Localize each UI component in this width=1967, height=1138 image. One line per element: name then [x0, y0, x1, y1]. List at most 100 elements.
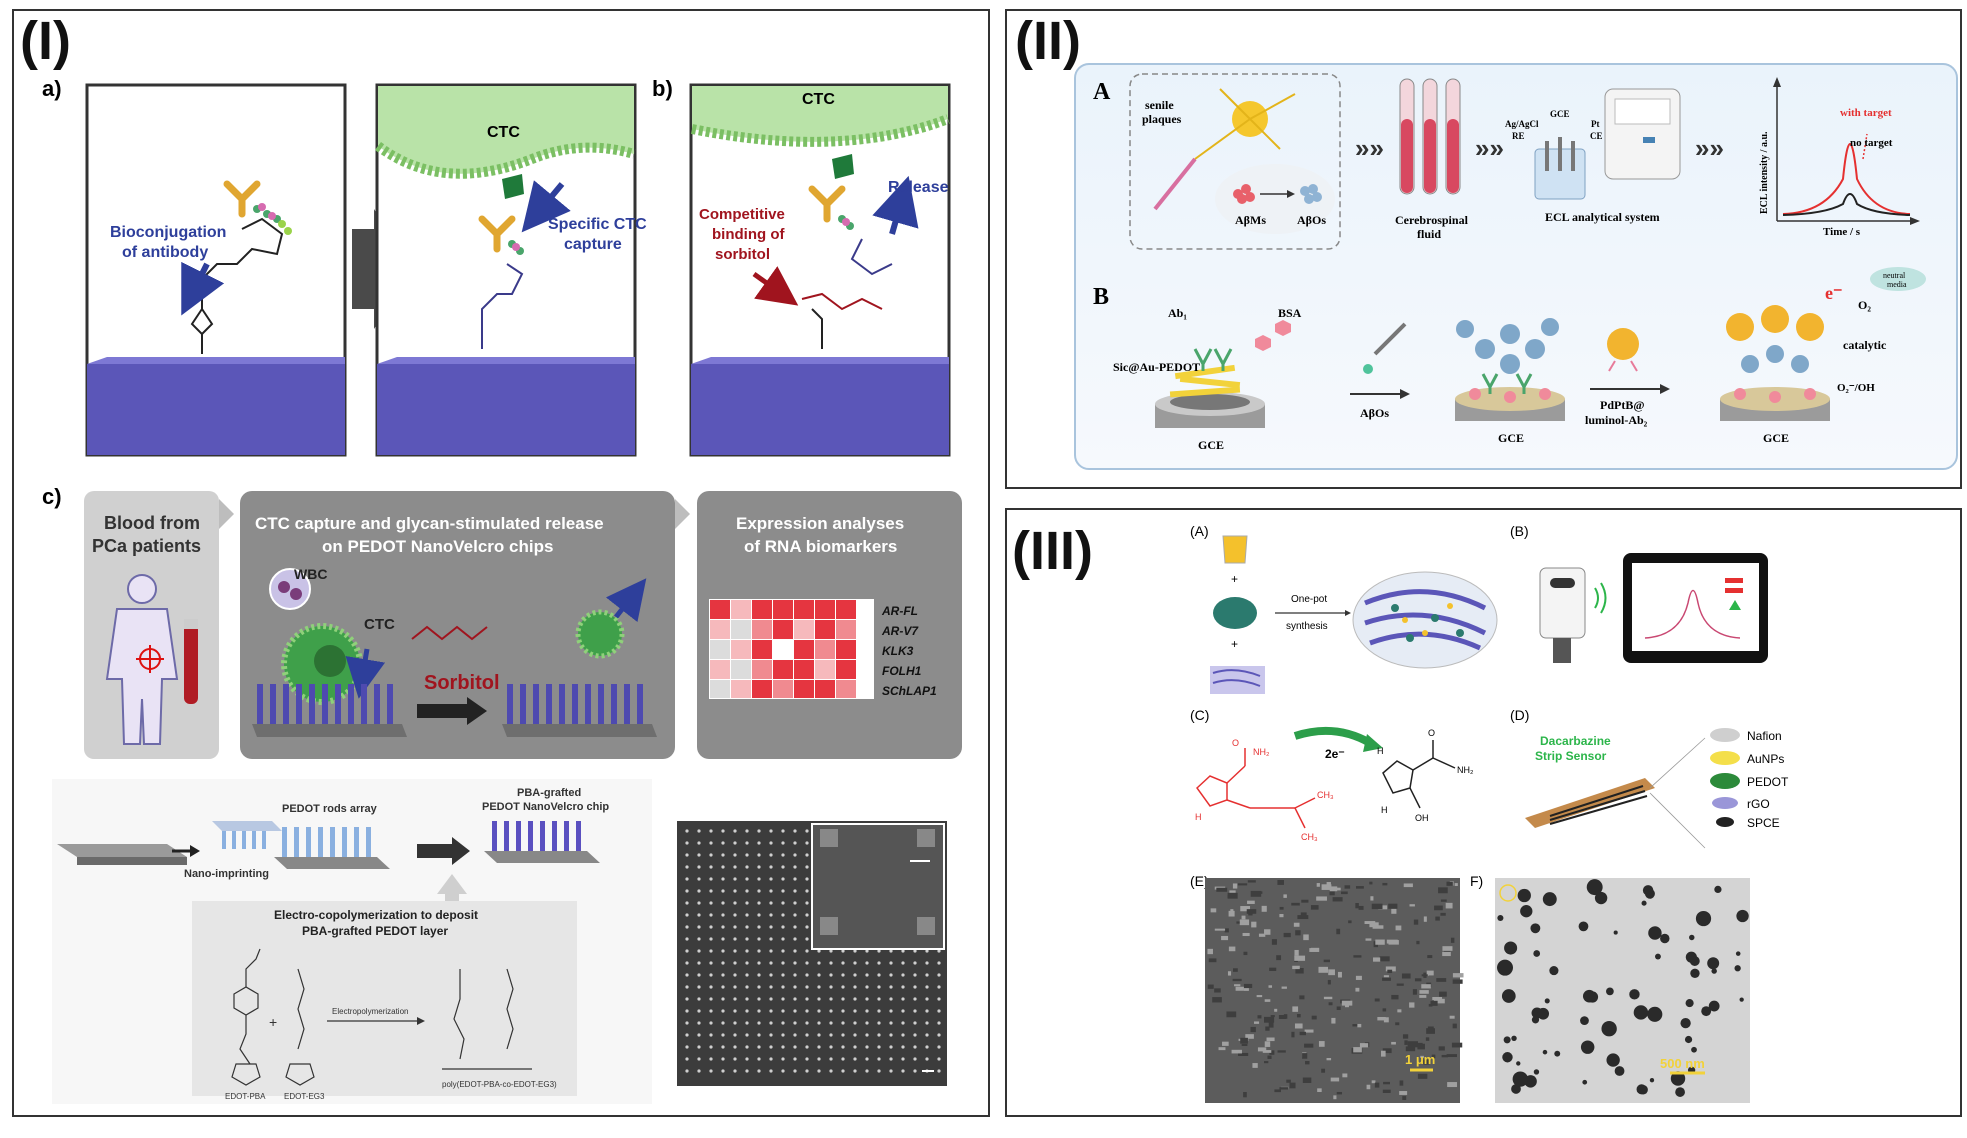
c-o-label: O — [1232, 738, 1239, 748]
neutral-label-1: neutral — [1883, 271, 1906, 280]
gene-label-4: FOLH1 — [882, 664, 922, 678]
ab1-label: Ab₁ — [1168, 306, 1187, 320]
pba-label-2: PEDOT NanoVelcro chip — [482, 801, 609, 813]
synthesis-scheme: + + One-pot synthesis — [1210, 535, 1498, 694]
panel-II-label: (II) — [1015, 11, 1081, 71]
two-e-label: 2e⁻ — [1325, 747, 1345, 761]
heatmap — [709, 599, 874, 699]
layer-label-spce: SPCE — [1747, 816, 1780, 830]
poly-label: poly(EDOT-PBA-co-EDOT-EG3) — [442, 1080, 557, 1089]
chevrons-3: »» — [1695, 133, 1724, 163]
III-label-A: (A) — [1190, 523, 1209, 539]
o2-radical-label: O₂⁻/OH — [1837, 382, 1875, 394]
csf-tubes — [1399, 78, 1461, 195]
ctc-label-a2: CTC — [487, 124, 520, 141]
gene-label-2: AR-V7 — [881, 624, 919, 638]
sub-label-a: a) — [42, 76, 62, 101]
panel-III-label: (III) — [1012, 521, 1093, 581]
ecl-system-label: ECL analytical system — [1545, 210, 1660, 224]
scale-e-label: 1 μm — [1405, 1052, 1435, 1067]
ce-label: CE — [1590, 131, 1603, 141]
specific-label-2: capture — [564, 236, 622, 253]
box-a1: Bioconjugation of antibody — [85, 83, 347, 457]
gce-label-1: GCE — [1198, 438, 1224, 452]
III-label-F: F) — [1470, 873, 1483, 889]
gce-top-label: GCE — [1550, 109, 1570, 119]
wbc-label: WBC — [294, 566, 327, 582]
panel-III-graphic: (A) (B) (C) (D) (E) F) + + One-pot synth… — [1190, 523, 1789, 1103]
c2-h-top-label: H — [1377, 746, 1384, 756]
c-h-label: H — [1195, 812, 1202, 822]
senile-label-2: plaques — [1142, 112, 1182, 126]
abms-label: AβMs — [1235, 213, 1266, 227]
onepot-label-1: One-pot — [1291, 594, 1327, 605]
c2-h-bot-label: H — [1381, 805, 1388, 815]
competitive-label-2: binding of — [712, 226, 785, 243]
c2-nh2-label: NH₂ — [1457, 765, 1474, 775]
c2-o-label: O — [1428, 728, 1435, 738]
III-label-B: (B) — [1510, 523, 1529, 539]
layer-label-pedot: PEDOT — [1747, 775, 1789, 789]
plus-2: + — [1231, 637, 1238, 651]
expr-label-2: of RNA biomarkers — [744, 537, 897, 556]
electrode-2 — [1455, 318, 1565, 421]
II-label-A: A — [1093, 79, 1111, 105]
sub-label-c: c) — [42, 484, 62, 509]
ctc-label-b: CTC — [802, 91, 835, 108]
strip-label-2: Strip Sensor — [1535, 749, 1607, 763]
pdptb-label-1: PdPtB@ — [1600, 398, 1645, 412]
gene-label-1: AR-FL — [881, 604, 918, 618]
edot-eg3-label: EDOT-EG3 — [284, 1092, 325, 1101]
csf-label-2: fluid — [1417, 227, 1441, 241]
bioconj-label-2: of antibody — [122, 244, 208, 261]
agagcl-label: Ag/AgCl — [1505, 119, 1539, 129]
tem-image-F: 500 nm — [1495, 878, 1750, 1103]
blood-label-2: PCa patients — [92, 536, 201, 556]
electropoly-label: Electropolymerization — [332, 1007, 408, 1016]
expr-label-1: Expression analyses — [736, 514, 904, 533]
pdptb-label-2: luminol-Ab₂ — [1585, 413, 1648, 427]
device-scheme — [1539, 553, 1768, 663]
layer-label-nafion: Nafion — [1747, 729, 1782, 743]
csf-label-1: Cerebrospinal — [1395, 213, 1469, 227]
blood-label-1: Blood from — [104, 513, 200, 533]
sem-image-E: 1 μm — [1205, 878, 1464, 1103]
abos-arrow-label: AβOs — [1360, 406, 1389, 420]
chevrons-2: »» — [1475, 133, 1504, 163]
electro-label-1: Electro-copolymerization to deposit — [274, 908, 478, 922]
gce-label-3: GCE — [1763, 431, 1789, 445]
box-a2: CTC Specific CTC capture — [375, 83, 647, 457]
c-ch3-b-label: CH₃ — [1301, 832, 1318, 842]
sem-image-panel-I — [677, 821, 947, 1086]
no-target-label: no target — [1850, 137, 1893, 149]
release-label: Release — [888, 179, 949, 196]
panel-I-graphic: a) b) Bioconjugation of antibody CTC Spe… — [42, 76, 962, 1104]
sic-label: Sic@Au-PEDOT — [1113, 360, 1200, 374]
scale-f-label: 500 nm — [1660, 1056, 1705, 1071]
catalytic-label: catalytic — [1843, 338, 1887, 352]
strip-sensor-scheme: Dacarbazine Strip Sensor Nafion AuNPs PE… — [1525, 728, 1789, 849]
senile-label-1: senile — [1145, 98, 1174, 112]
c-ch3-a-label: CH₃ — [1317, 790, 1334, 800]
box-expression: Expression analyses of RNA biomarkers AR… — [697, 491, 962, 759]
edot-pba-label: EDOT-PBA — [225, 1092, 266, 1101]
plus-sign: + — [269, 1014, 277, 1030]
box-blood: Blood from PCa patients — [84, 491, 219, 759]
bsa-label: BSA — [1278, 306, 1302, 320]
ecl-plot: with target no target ECL intensity / a.… — [1759, 77, 1920, 238]
bioconj-label-1: Bioconjugation — [110, 224, 226, 241]
II-label-B: B — [1093, 284, 1109, 310]
ylabel-ecl: ECL intensity / a.u. — [1759, 131, 1770, 214]
gene-label-3: KLK3 — [882, 644, 914, 658]
o2-label: O₂ — [1858, 298, 1871, 312]
c2-oh-label: OH — [1415, 813, 1429, 823]
electrode-3 — [1720, 305, 1830, 421]
capture-label-2: on PEDOT NanoVelcro chips — [322, 537, 553, 556]
fabrication-scheme: Nano-imprinting PEDOT rods array PBA-gra… — [52, 779, 652, 1104]
abos-label: AβOs — [1297, 213, 1326, 227]
electro-label-2: PBA-grafted PEDOT layer — [302, 924, 448, 938]
strip-label-1: Dacarbazine — [1540, 734, 1611, 748]
box-ctc-capture: CTC capture and glycan-stimulated releas… — [240, 491, 675, 759]
re-label: RE — [1512, 131, 1525, 141]
III-label-C: (C) — [1190, 707, 1209, 723]
